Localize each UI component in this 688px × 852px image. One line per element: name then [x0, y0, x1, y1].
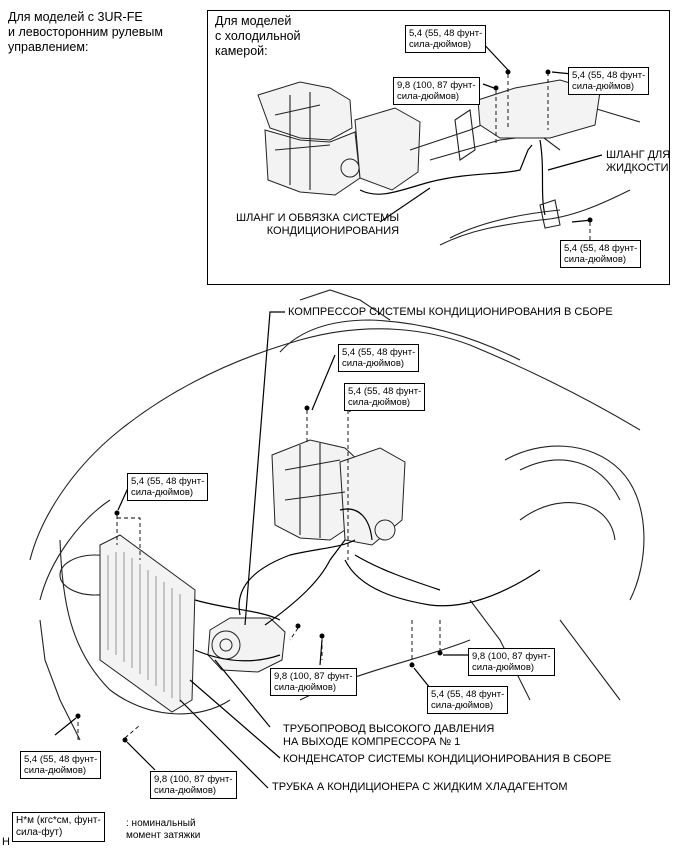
torque-spec: 5,4 (55, 48 фунт- сила-дюймов)	[20, 751, 102, 779]
torque-spec: 9,8 (100, 87 фунт- сила-дюймов)	[468, 648, 555, 676]
corner-mark: H	[2, 836, 10, 848]
inset-drawing	[257, 39, 641, 250]
torque-spec: 5,4 (55, 48 фунт- сила-дюймов)	[127, 473, 209, 501]
legend-description: : номинальный момент затяжки	[126, 818, 201, 841]
torque-spec: 5,4 (55, 48 фунт- сила-дюймов)	[568, 67, 650, 95]
main-drawing	[29, 289, 645, 789]
legend-box: Н*м (кгс*см, фунт- сила-фут)	[12, 812, 105, 842]
label-discharge-pipe: ТРУБОПРОВОД ВЫСОКОГО ДАВЛЕНИЯ НА ВЫХОДЕ …	[283, 723, 495, 748]
label-condenser: КОНДЕНСАТОР СИСТЕМЫ КОНДИЦИОНИРОВАНИЯ В …	[283, 753, 612, 765]
torque-spec: 9,8 (100, 87 фунт- сила-дюймов)	[270, 668, 357, 696]
torque-spec: 5,4 (55, 48 фунт- сила-дюймов)	[405, 25, 487, 53]
label-liquid-hose: ШЛАНГ ДЛЯ ЖИДКОСТИ	[606, 149, 671, 174]
inset-title: Для моделей с холодильной камерой:	[215, 14, 301, 58]
torque-spec: 5,4 (55, 48 фунт- сила-дюймов)	[427, 686, 509, 714]
torque-spec: 5,4 (55, 48 фунт- сила-дюймов)	[560, 240, 642, 268]
torque-spec: 5,4 (55, 48 фунт- сила-дюймов)	[338, 344, 420, 372]
model-note: Для моделей с 3UR-FE и левосторонним рул…	[8, 10, 163, 54]
label-hose-pipe: ШЛАНГ И ОБВЯЗКА СИСТЕМЫ КОНДИЦИОНИРОВАНИ…	[236, 212, 400, 237]
inset-box: Для моделей с холодильной камерой:	[207, 10, 670, 285]
torque-spec: 9,8 (100, 87 фунт- сила-дюймов)	[393, 77, 480, 105]
label-liquid-tube: ТРУБКА А КОНДИЦИОНЕРА С ЖИДКИМ ХЛАДАГЕНТ…	[272, 781, 568, 793]
label-compressor: КОМПРЕССОР СИСТЕМЫ КОНДИЦИОНИРОВАНИЯ В С…	[288, 306, 613, 318]
torque-spec: 5,4 (55, 48 фунт- сила-дюймов)	[344, 383, 426, 411]
torque-spec: 9,8 (100, 87 фунт- сила-дюймов)	[150, 771, 237, 799]
